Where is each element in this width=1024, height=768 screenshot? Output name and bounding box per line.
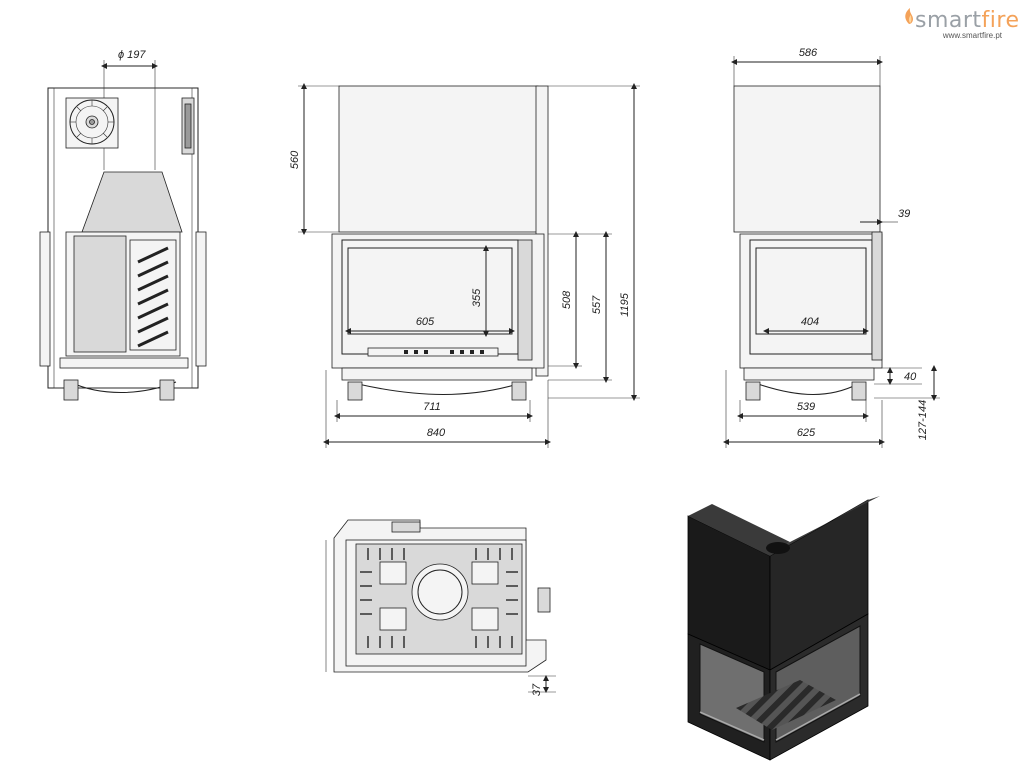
side-view: ϕ 197 <box>39 49 207 401</box>
front-glass-width-label: 605 <box>416 316 435 328</box>
right-side-offset-label: 39 <box>898 208 910 220</box>
side-view-foot-right <box>159 379 175 401</box>
front-view-foot-right <box>511 381 527 401</box>
front-view-foot-left <box>347 381 363 401</box>
isometric-grate <box>736 680 836 730</box>
right-view-door <box>739 233 883 369</box>
right-view-foot-left <box>745 381 761 401</box>
flue-outlet <box>65 97 119 149</box>
isometric-view <box>687 496 880 761</box>
front-door-height-label: 557 <box>591 295 603 314</box>
side-view-grate-bars <box>137 246 169 348</box>
front-glass-height-label: 355 <box>471 288 483 307</box>
right-glass-width-label: 404 <box>801 316 819 328</box>
brand-name: smartfire <box>915 8 1020 33</box>
right-total-width-label: 625 <box>797 427 816 439</box>
top-view: 37 <box>325 519 556 696</box>
front-view-door <box>331 233 545 369</box>
right-leg-adjust-label: 127-144 <box>917 400 929 440</box>
side-view-foot-left <box>63 379 79 401</box>
isometric-left-glass <box>699 643 765 743</box>
front-view-glass <box>347 247 513 335</box>
flame-icon <box>905 8 913 24</box>
right-top-width-label: 586 <box>799 47 818 59</box>
right-view-hood <box>733 85 881 233</box>
right-view-glass <box>755 247 867 335</box>
front-base-width-label: 711 <box>423 401 441 413</box>
front-total-width-label: 840 <box>427 427 446 439</box>
brand-url: www.smartfire.pt <box>942 31 1003 40</box>
front-view: 560 355 605 508 557 1195 711 840 <box>289 83 640 448</box>
brand-logo: smartfire www.smartfire.pt <box>905 8 1019 40</box>
front-view-air-control <box>367 347 499 357</box>
right-base-width-label: 539 <box>797 401 815 413</box>
right-view: 586 39 404 40 127-144 539 625 <box>723 47 940 448</box>
top-view-flue <box>411 563 469 621</box>
side-view-right-flange <box>195 231 207 367</box>
front-upper-height-label: 560 <box>289 150 301 169</box>
top-offset-label: 37 <box>531 683 543 696</box>
side-view-chamber-top <box>81 171 183 233</box>
side-view-left-flange <box>39 231 51 367</box>
front-opening-height-label: 508 <box>561 290 573 309</box>
right-view-foot-right <box>851 381 867 401</box>
front-view-hood <box>338 85 539 233</box>
front-total-height-label: 1195 <box>619 292 631 317</box>
right-leg-height-label: 40 <box>904 371 917 383</box>
flue-diameter-label: ϕ 197 <box>118 49 146 61</box>
